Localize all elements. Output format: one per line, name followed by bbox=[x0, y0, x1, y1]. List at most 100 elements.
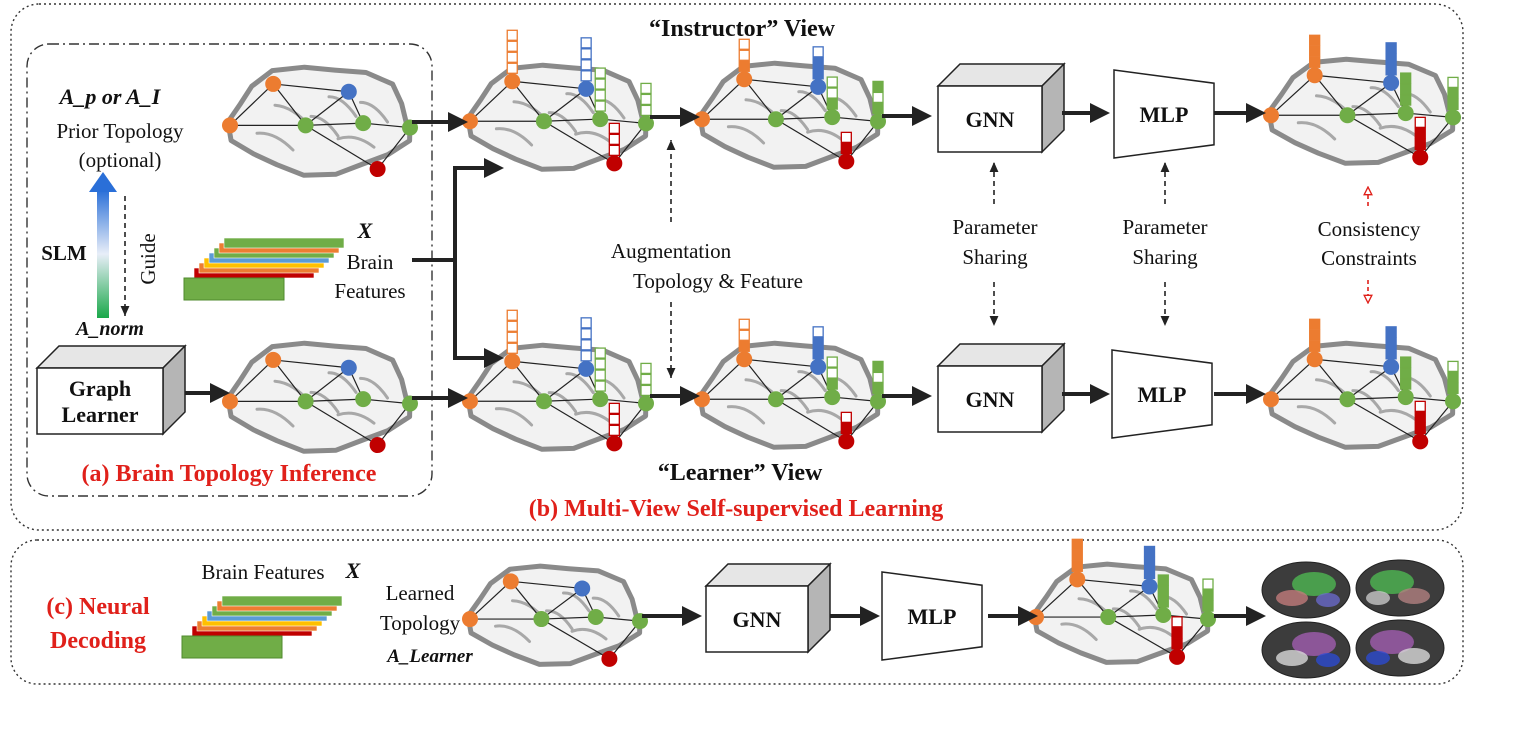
brain-gyrus bbox=[1296, 405, 1337, 425]
feature-bar-cell bbox=[1171, 627, 1183, 639]
mlp-label: MLP bbox=[1140, 102, 1189, 127]
feature-bar-cell bbox=[506, 40, 518, 52]
graph-node bbox=[533, 611, 550, 628]
graph-edge bbox=[1314, 358, 1348, 400]
cortex-region bbox=[1370, 570, 1414, 594]
panel-c-label-line1: (c) Neural bbox=[46, 594, 150, 620]
graph-node bbox=[340, 359, 357, 376]
cortex-right-medial bbox=[1355, 619, 1445, 677]
feature-bar-cell bbox=[594, 380, 606, 392]
brain-gyrus bbox=[1060, 622, 1098, 641]
feature-bar-cell bbox=[738, 60, 750, 72]
feature-bar-cell bbox=[594, 67, 606, 79]
brain-gyrus bbox=[547, 111, 578, 133]
graph-edge bbox=[1347, 366, 1392, 400]
feature-bar-cell bbox=[826, 378, 838, 390]
graph-edge bbox=[1347, 396, 1406, 400]
norm-symbol: A_norm bbox=[76, 318, 144, 340]
connector-arrows bbox=[185, 103, 1266, 626]
graph-edge bbox=[1347, 112, 1406, 116]
graph-node bbox=[1397, 105, 1414, 122]
graph-node bbox=[535, 113, 552, 130]
arrow-features-split-up bbox=[412, 158, 504, 262]
feature-bar-cell bbox=[872, 80, 884, 93]
graph-node bbox=[355, 391, 372, 408]
graph-edge bbox=[613, 123, 647, 164]
graph-node bbox=[1155, 607, 1172, 624]
feature-bar-cell bbox=[1143, 567, 1156, 580]
learned-topology-symbol: A_Learner bbox=[387, 646, 473, 667]
brain-gyrus bbox=[255, 131, 295, 152]
brain-gyrus bbox=[565, 372, 595, 395]
graph-edge bbox=[775, 366, 819, 400]
brain-prior-topology bbox=[222, 64, 418, 178]
graph-edge bbox=[701, 358, 745, 400]
feature-slab bbox=[223, 237, 345, 249]
graph-edge bbox=[701, 78, 745, 120]
box-label: GNN bbox=[733, 607, 782, 632]
cortex-region bbox=[1398, 648, 1430, 664]
feature-bar-cell bbox=[594, 369, 606, 381]
feature-bar-cell bbox=[608, 402, 620, 415]
decoding-features-stack bbox=[181, 595, 343, 659]
mlp-shape bbox=[881, 571, 983, 661]
graph-edge bbox=[543, 88, 587, 122]
prior-topology-label: Prior Topology bbox=[56, 119, 184, 143]
graph-node bbox=[736, 351, 753, 368]
brain-gyrus bbox=[574, 410, 613, 424]
graph-node bbox=[369, 437, 386, 454]
feature-bar-cell bbox=[840, 131, 852, 144]
graph-edge bbox=[1270, 74, 1316, 116]
mlp-shape bbox=[1111, 349, 1213, 439]
feature-bar-cell bbox=[826, 98, 838, 110]
graph-node bbox=[824, 109, 841, 126]
graph-edge bbox=[543, 120, 615, 164]
graph-edge bbox=[510, 580, 542, 620]
feature-bar-cell bbox=[1400, 367, 1412, 379]
cortex-region bbox=[1316, 593, 1340, 607]
graph-edge bbox=[1176, 618, 1209, 658]
graph-node bbox=[369, 161, 386, 178]
feature-bar-cell bbox=[1309, 329, 1321, 341]
feature-bar-cell bbox=[872, 102, 884, 115]
brain-gyrus bbox=[547, 391, 578, 413]
box-front-face bbox=[937, 85, 1043, 153]
brain-gyrus bbox=[779, 389, 810, 411]
feature-bar-cell bbox=[840, 422, 852, 435]
feature-bar-cell bbox=[580, 339, 592, 351]
brain-gyrus bbox=[565, 92, 595, 115]
brain-instructor-output bbox=[1263, 34, 1461, 166]
feature-bar-cell bbox=[738, 38, 750, 50]
feature-bar-cell bbox=[1385, 326, 1397, 338]
brain-gyrus bbox=[1369, 370, 1400, 393]
augmentation-label-line2: Topology & Feature bbox=[633, 269, 803, 293]
graph-edge bbox=[845, 121, 879, 162]
feature-bar-cell bbox=[1447, 76, 1459, 89]
feature-bar-cell bbox=[506, 320, 518, 332]
cortex-right-lateral bbox=[1355, 559, 1445, 617]
arrow-features-split-down bbox=[453, 260, 504, 368]
feature-bar-cell bbox=[1400, 94, 1412, 106]
graph-edge bbox=[305, 91, 350, 126]
brain-instructor-input bbox=[462, 29, 654, 172]
graph-node bbox=[592, 391, 609, 408]
feature-bar-cell bbox=[1447, 371, 1459, 384]
prior-topology-optional: (optional) bbox=[78, 148, 162, 172]
graph-node bbox=[265, 75, 282, 92]
panel-c-label-line2: Decoding bbox=[50, 628, 146, 654]
graph-node bbox=[601, 650, 618, 667]
graph-edge bbox=[1347, 398, 1421, 442]
brain-gyrus bbox=[570, 627, 608, 641]
brain-features-stack bbox=[183, 237, 345, 301]
brain-gyrus bbox=[309, 114, 340, 138]
feature-bar-cell bbox=[872, 360, 884, 373]
feature-slab bbox=[221, 595, 343, 607]
mlp-instructor: MLP bbox=[1113, 69, 1215, 159]
graph-node bbox=[606, 155, 623, 172]
parameter-sharing-2-line2: Sharing bbox=[1132, 245, 1198, 269]
augmentation-label-line1: Augmentation bbox=[610, 239, 732, 263]
graph-edge bbox=[744, 78, 819, 88]
graph-edge bbox=[1107, 585, 1150, 618]
box-front-face bbox=[705, 585, 809, 653]
